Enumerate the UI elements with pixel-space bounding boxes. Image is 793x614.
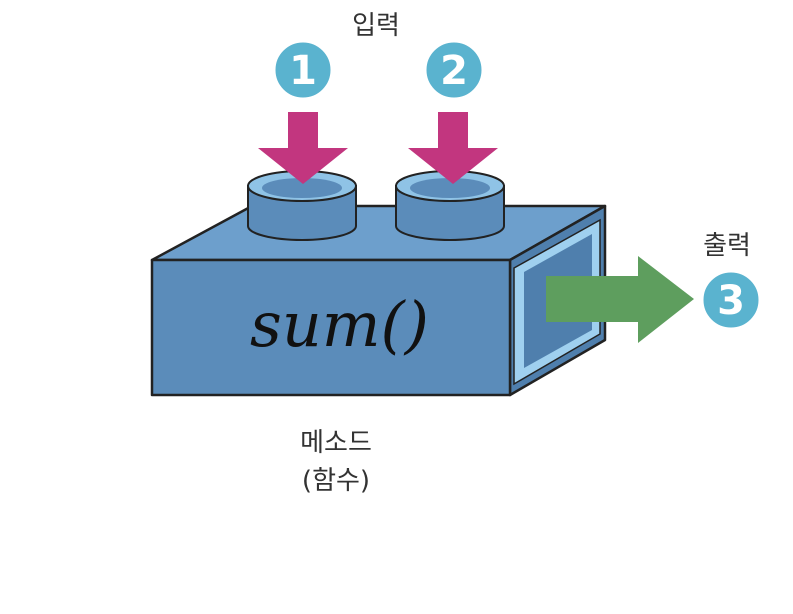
input-2-badge: 2 (423, 39, 485, 101)
input-1-badge: 1 (272, 39, 334, 101)
input-2-arrow (408, 112, 498, 184)
input-1-stud (247, 170, 357, 241)
input-1-number: 1 (289, 48, 317, 94)
input-2-stud (395, 170, 505, 241)
output-arrow (546, 256, 694, 343)
input-2-number: 2 (440, 48, 468, 94)
method-caption-line2: (함수) (302, 466, 370, 496)
input-label: 입력 (352, 11, 400, 41)
method-name: sum() (250, 288, 429, 361)
method-caption-line1: 메소드 (300, 428, 372, 458)
output-number: 3 (717, 278, 745, 324)
output-badge: 3 (700, 269, 762, 331)
block-front-face (150, 258, 512, 397)
output-label: 출력 (703, 231, 751, 261)
input-1-arrow (258, 112, 348, 184)
method-block (150, 204, 607, 397)
